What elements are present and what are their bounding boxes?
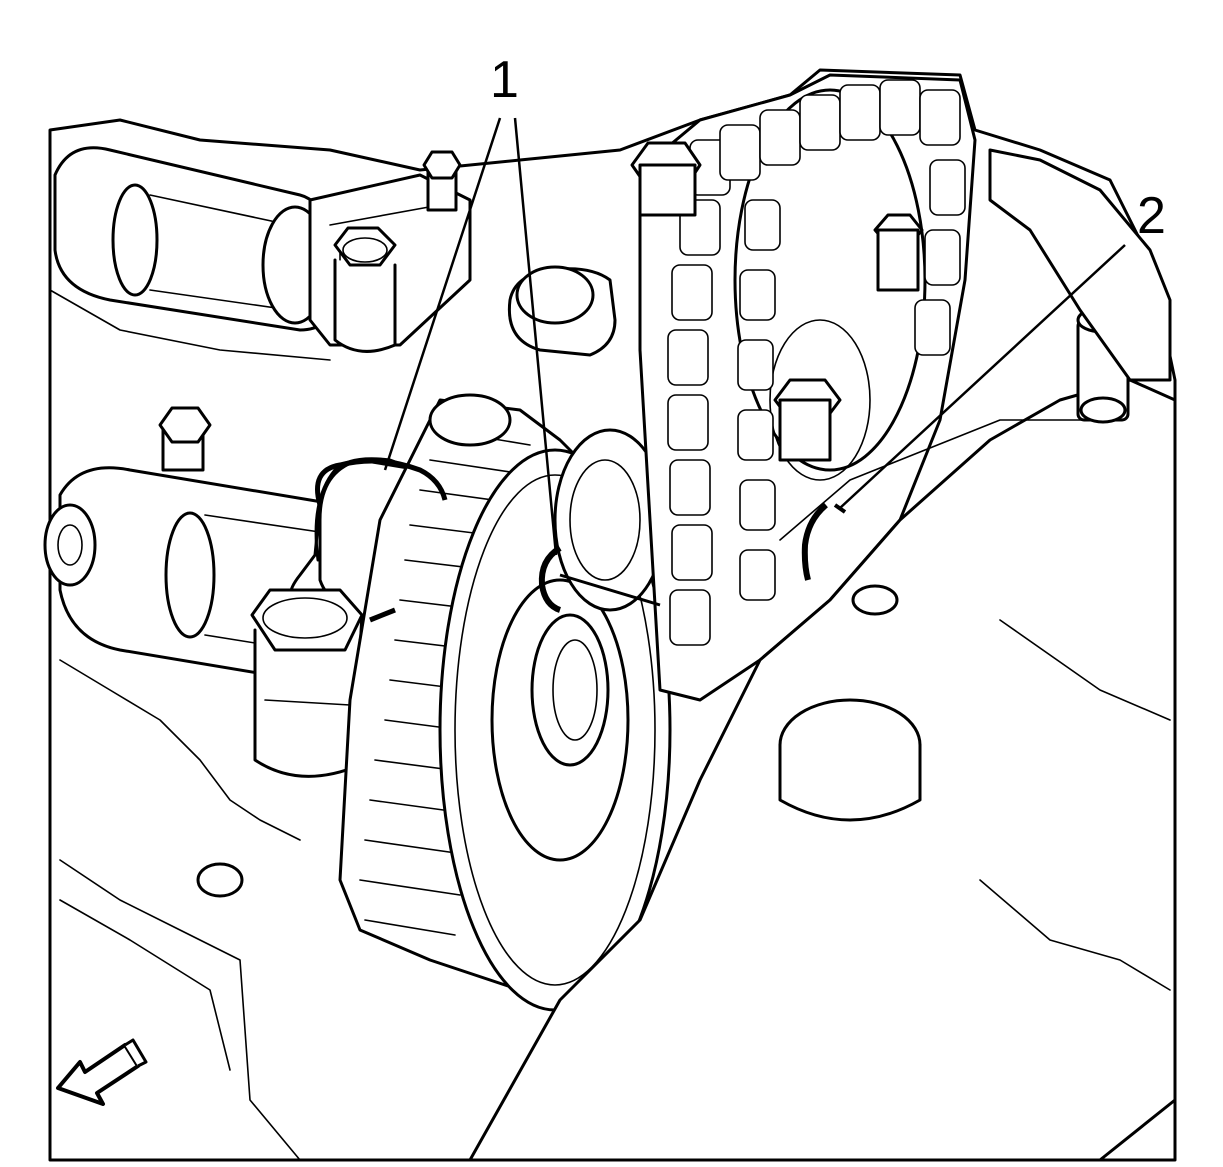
upper-camshaft [53, 146, 337, 332]
callout-1-leader-a [383, 117, 502, 471]
upper-center-bolt [507, 265, 617, 357]
callout-2: 2 [839, 187, 1166, 509]
callout-1-label: 1 [490, 51, 519, 109]
callout-2-leader [839, 244, 1126, 509]
front-arrow-icon [56, 1038, 148, 1106]
callout-1-leader-b [513, 117, 558, 556]
lower-cap-bolt [250, 588, 364, 778]
lower-cam-lobe [43, 503, 97, 587]
chain-guide-plate [196, 378, 1177, 1162]
upper-cap-bolt [333, 226, 397, 353]
right-housing [979, 148, 1172, 991]
sprocket-bolt [630, 141, 702, 217]
callout-2-label: 2 [1137, 187, 1166, 245]
timing-chain-sprocket [638, 73, 977, 702]
top-stud-bolt [422, 150, 462, 212]
callout-1: 1 [383, 51, 558, 556]
alignment-marks [315, 458, 847, 623]
idler-gear [553, 428, 667, 612]
lower-stud-bolt [158, 406, 212, 472]
